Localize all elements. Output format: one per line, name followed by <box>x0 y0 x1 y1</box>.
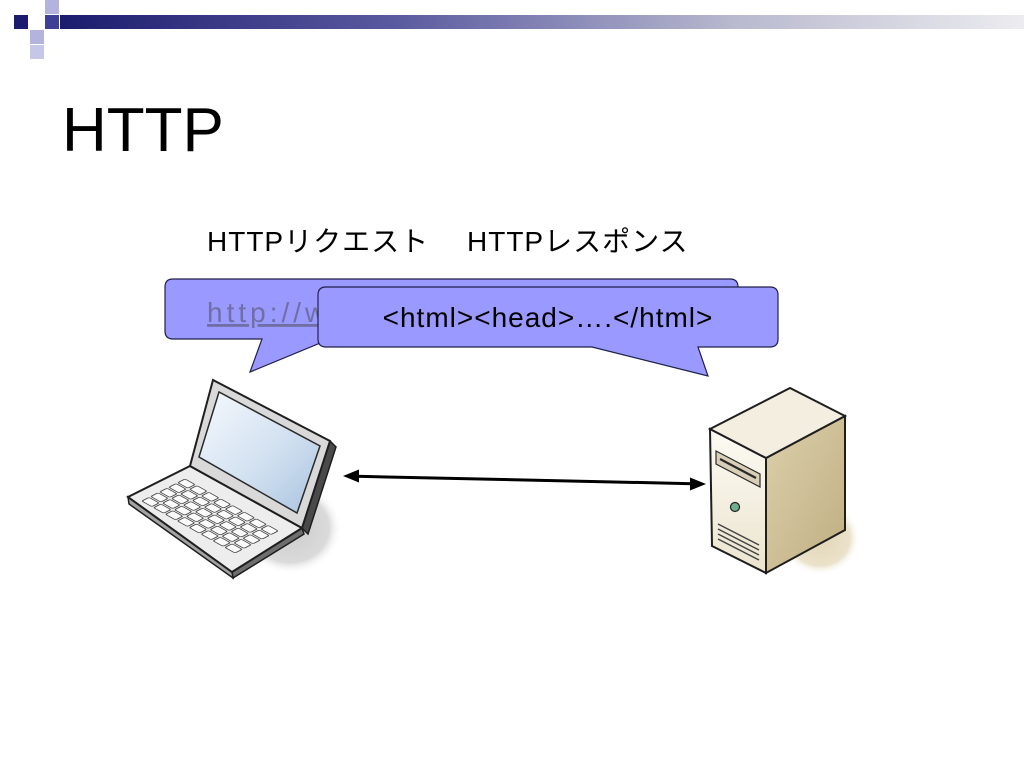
header-square-light <box>30 30 44 44</box>
server-led <box>729 501 741 513</box>
arrow-head-right <box>690 477 706 491</box>
request-label: HTTPリクエスト <box>207 226 430 257</box>
response-bubble-shape <box>317 286 779 377</box>
laptop-icon <box>126 378 342 580</box>
server-top <box>707 386 848 460</box>
response-bubble: <html><head>….</html> <box>317 286 779 377</box>
arrow-shaft <box>355 474 694 486</box>
header-gradient-bar <box>60 15 1024 29</box>
slide-title: HTTP <box>62 96 224 165</box>
header-square-light <box>45 0 59 14</box>
response-label: HTTPレスポンス <box>467 226 689 257</box>
server-vent-line <box>717 533 760 556</box>
server-vents <box>717 523 760 561</box>
server-vent-line <box>717 538 760 561</box>
header-square-light <box>30 45 44 59</box>
request-url-link[interactable]: http://w <box>207 297 329 328</box>
header-square-navy <box>14 15 28 29</box>
laptop-keyboard <box>139 478 281 554</box>
server-drive-slot <box>719 458 757 479</box>
server-vent-line <box>717 528 760 551</box>
server-icon <box>707 386 860 575</box>
server-vent-line <box>717 523 760 546</box>
double-arrow-icon <box>343 469 706 491</box>
server-drive-bay <box>715 450 761 488</box>
header-square-mid <box>45 15 59 29</box>
arrow-head-left <box>343 469 359 483</box>
response-html-text: <html><head>….</html> <box>383 302 714 333</box>
laptop-screen <box>198 390 321 515</box>
